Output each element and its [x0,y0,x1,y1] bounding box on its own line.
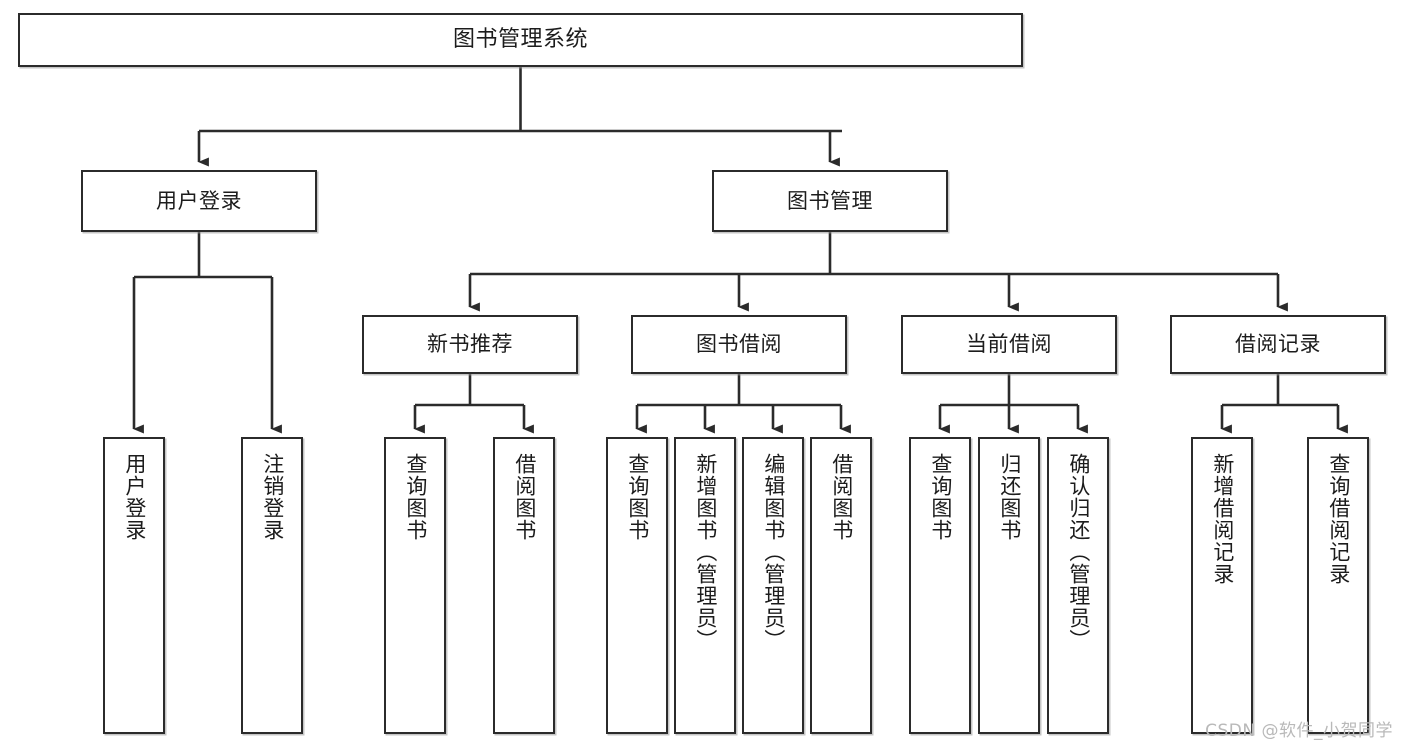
node-label: 当前借阅 [966,332,1052,357]
node-borrow-record[interactable]: 借阅记录 [1170,315,1386,374]
node-label: 新书推荐 [427,332,513,357]
node-label: 用户登录 [122,453,147,541]
node-leaf-query-book-recommend[interactable]: 查询图书 [384,437,446,734]
node-label: 查询图书 [625,453,650,541]
node-label: 图书管理系统 [452,27,588,53]
node-leaf-edit-book-admin[interactable]: 编辑图书（管理员） [742,437,804,734]
node-label: 用户登录 [156,188,242,213]
node-leaf-return-book[interactable]: 归还图书 [978,437,1040,734]
node-label: 新增借阅记录 [1210,453,1235,585]
node-leaf-logout-login[interactable]: 注销登录 [241,437,303,734]
node-leaf-borrow-book-recommend[interactable]: 借阅图书 [493,437,555,734]
node-label: 图书借阅 [696,332,782,357]
node-leaf-query-book-borrow[interactable]: 查询图书 [606,437,668,734]
node-label: 查询图书 [403,453,428,541]
node-label: 编辑图书（管理员） [761,453,786,651]
node-leaf-user-login[interactable]: 用户登录 [103,437,165,734]
node-book-borrow[interactable]: 图书借阅 [631,315,847,374]
node-book-management[interactable]: 图书管理 [712,170,948,232]
node-new-book-recommend[interactable]: 新书推荐 [362,315,578,374]
node-leaf-query-borrow-record[interactable]: 查询借阅记录 [1307,437,1369,734]
node-label: 借阅图书 [829,453,854,541]
node-label: 借阅图书 [512,453,537,541]
node-label: 查询图书 [928,453,953,541]
node-label: 借阅记录 [1235,332,1321,357]
node-leaf-query-book-current[interactable]: 查询图书 [909,437,971,734]
node-leaf-add-book-admin[interactable]: 新增图书（管理员） [674,437,736,734]
node-user-login[interactable]: 用户登录 [81,170,317,232]
node-root-book-management-system[interactable]: 图书管理系统 [18,13,1023,67]
node-leaf-confirm-return-admin[interactable]: 确认归还（管理员） [1047,437,1109,734]
node-label: 注销登录 [260,453,285,541]
node-leaf-borrow-book[interactable]: 借阅图书 [810,437,872,734]
node-label: 图书管理 [787,188,873,213]
node-label: 新增图书（管理员） [693,453,718,651]
node-label: 归还图书 [997,453,1022,541]
csdn-watermark: CSDN @软件_小贺同学 [1205,721,1393,741]
node-label: 确认归还（管理员） [1066,453,1091,651]
node-leaf-add-borrow-record[interactable]: 新增借阅记录 [1191,437,1253,734]
node-label: 查询借阅记录 [1326,453,1351,585]
node-current-borrow[interactable]: 当前借阅 [901,315,1117,374]
